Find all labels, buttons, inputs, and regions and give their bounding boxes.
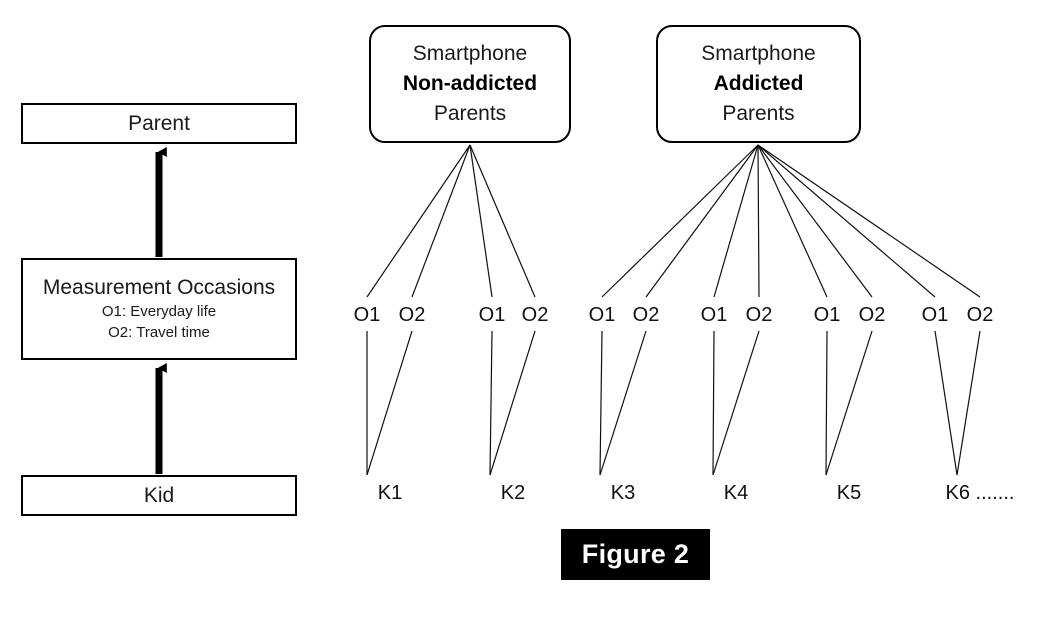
edge-occasion-to-kid-1-2-0 — [825, 330, 828, 476]
legend-box-kid: Kid — [21, 475, 297, 516]
occasion-label-K5-O2: O2 — [858, 304, 886, 326]
legend-box-parent: Parent — [21, 103, 297, 144]
legend-kid-title: Kid — [143, 483, 175, 507]
edge-group1-occasion-3-1 — [757, 144, 981, 298]
edge-group0-occasion-1-1 — [469, 144, 536, 298]
edge-group1-occasion-3-0 — [757, 144, 936, 298]
legend-box-measurement-occasions: Measurement Occasions O1: Everyday life … — [21, 258, 297, 360]
legend-measurement-o2: O2: Travel time — [108, 324, 210, 341]
occasion-label-K4-O2: O2 — [745, 304, 773, 326]
edge-occasion-to-kid-1-2-1 — [825, 330, 873, 476]
group-box-non-addicted-parents: Smartphone Non-addicted Parents — [369, 25, 571, 143]
edge-occasion-to-kid-1-1-0 — [712, 330, 715, 476]
edge-occasion-to-kid-1-3-0 — [934, 330, 958, 476]
edge-occasion-to-kid-0-0-1 — [366, 330, 413, 476]
edge-occasion-to-kid-1-0-1 — [599, 330, 647, 476]
edge-group1-occasion-0-0 — [601, 144, 759, 298]
group-nonaddicted-line3: Parents — [433, 102, 507, 125]
kid-label-K1: K1 — [377, 482, 403, 504]
occasion-label-K2-O1: O1 — [478, 304, 506, 326]
legend-measurement-o1: O1: Everyday life — [101, 303, 217, 320]
edge-group1-occasion-0-1 — [645, 144, 759, 298]
group-addicted-line1: Smartphone — [701, 42, 816, 65]
kid-label-K3: K3 — [610, 482, 636, 504]
legend-parent-title: Parent — [128, 111, 190, 135]
edge-occasion-to-kid-1-3-1 — [956, 330, 981, 476]
occasion-label-K5-O1: O1 — [813, 304, 841, 326]
kid-label-K5: K5 — [836, 482, 862, 504]
kid-label-K2: K2 — [500, 482, 526, 504]
edge-group1-occasion-1-1 — [757, 144, 760, 298]
edge-group1-occasion-2-0 — [757, 144, 828, 298]
edge-group0-occasion-1-0 — [469, 144, 493, 298]
group-nonaddicted-line1: Smartphone — [412, 42, 528, 65]
kid-label-K6: K6 ....... — [945, 482, 1015, 504]
edge-group0-occasion-0-1 — [411, 144, 471, 298]
group-addicted-line2: Addicted — [713, 72, 804, 95]
occasion-label-K6-O1: O1 — [921, 304, 949, 326]
occasion-label-K4-O1: O1 — [700, 304, 728, 326]
figure-caption: Figure 2 — [561, 529, 710, 580]
group-box-addicted-parents: Smartphone Addicted Parents — [656, 25, 861, 143]
edge-group1-occasion-1-0 — [713, 144, 759, 298]
kid-label-K4: K4 — [723, 482, 749, 504]
edge-group0-occasion-0-0 — [366, 144, 471, 298]
legend-measurement-title: Measurement Occasions — [42, 276, 276, 299]
edge-occasion-to-kid-0-1-1 — [489, 330, 536, 476]
edge-occasion-to-kid-0-1-0 — [489, 330, 493, 476]
edge-occasion-to-kid-1-1-1 — [712, 330, 760, 476]
tree-connector-group — [366, 144, 981, 476]
occasion-label-K2-O2: O2 — [521, 304, 549, 326]
edge-group1-occasion-2-1 — [757, 144, 873, 298]
group-addicted-line3: Parents — [722, 102, 795, 125]
occasion-label-K6-O2: O2 — [966, 304, 994, 326]
group-nonaddicted-line2: Non-addicted — [402, 72, 538, 95]
edge-occasion-to-kid-1-0-0 — [599, 330, 603, 476]
occasion-label-K1-O2: O2 — [398, 304, 426, 326]
occasion-label-K3-O2: O2 — [632, 304, 660, 326]
occasion-label-K3-O1: O1 — [588, 304, 616, 326]
occasion-label-K1-O1: O1 — [353, 304, 381, 326]
